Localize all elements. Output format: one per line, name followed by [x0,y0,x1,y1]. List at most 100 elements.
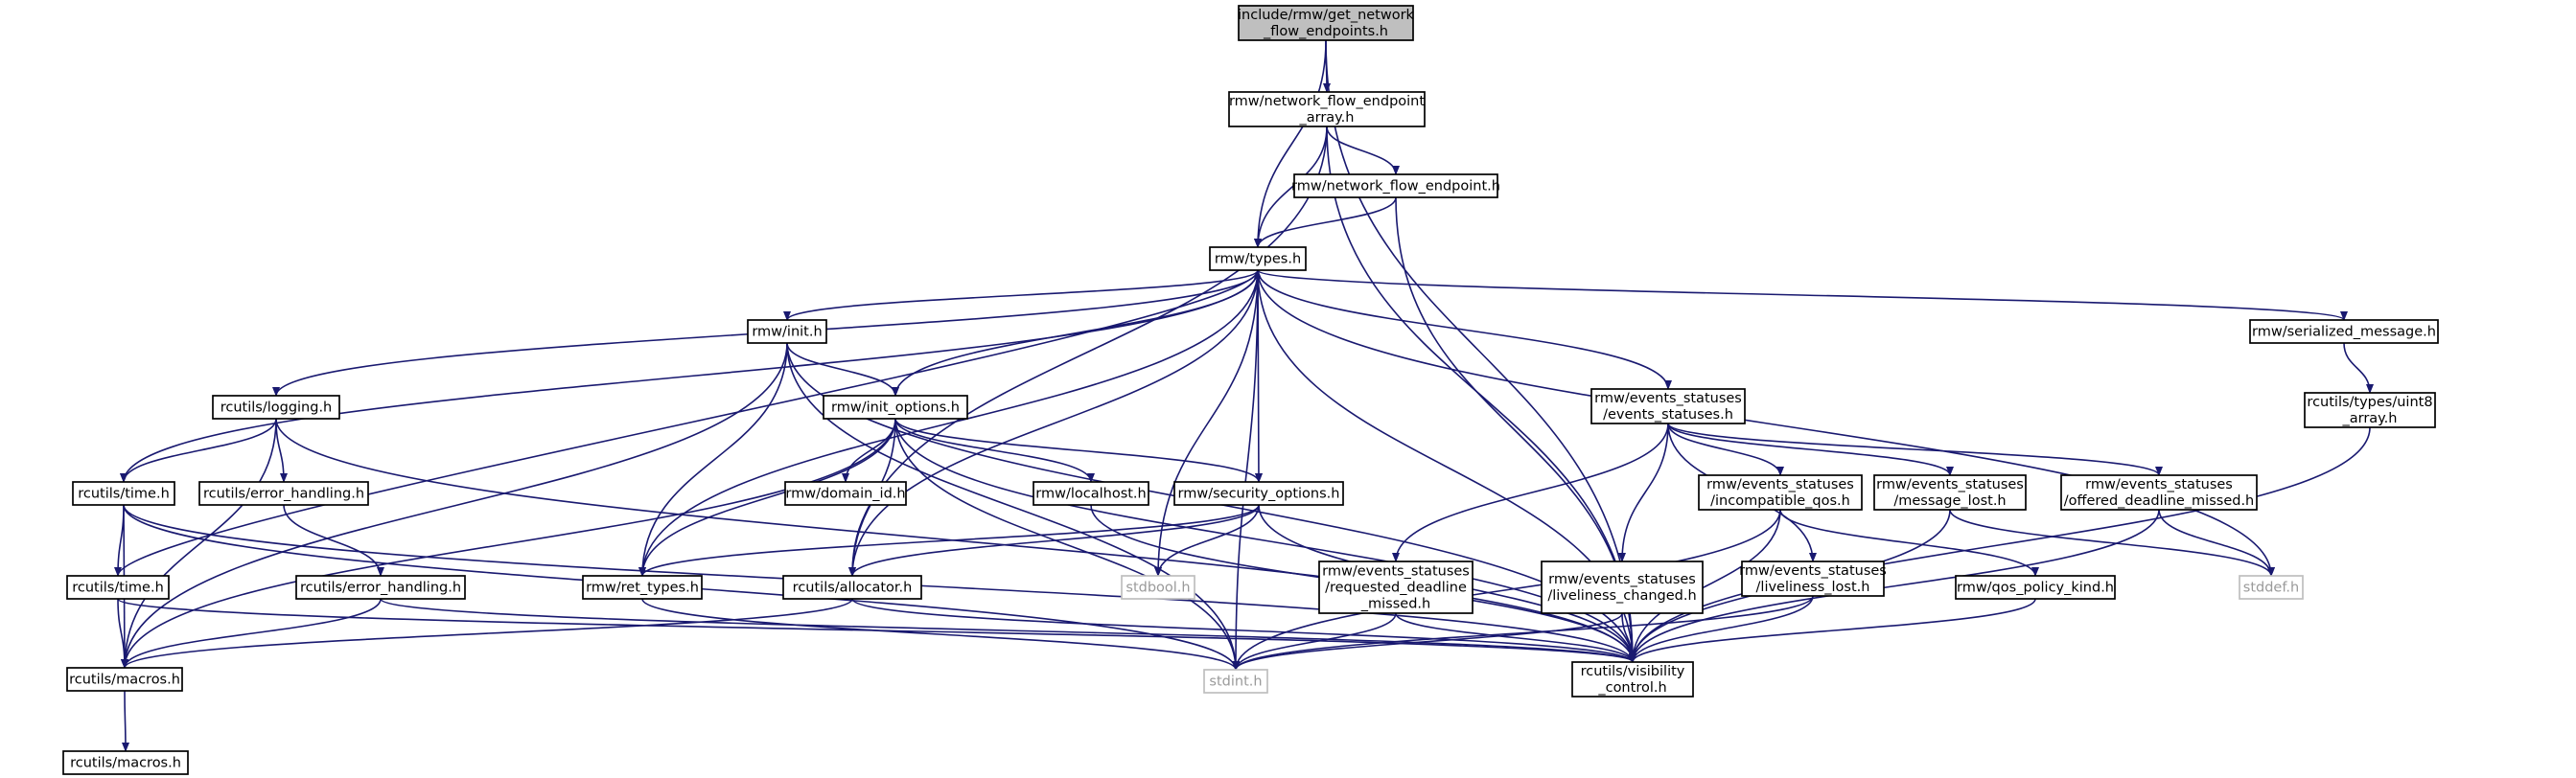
edge-types-to-stdint [1232,269,1259,671]
node-nfe[interactable]: rmw/network_flow_endpoint.h [1291,173,1500,198]
node-events[interactable]: rmw/events_statuses/events_statuses.h [1590,388,1746,424]
node-label: rmw/network_flow_endpoint.h [1291,179,1500,194]
node-label: rcutils/types/uint8 [2307,395,2432,410]
edge-msglost-to-stddef [1949,509,2275,577]
node-label: stddef.h [2243,581,2299,596]
node-visibility[interactable]: rcutils/visibility_control.h [1571,661,1694,698]
node-incompat[interactable]: rmw/events_statuses/incompatible_qos.h [1698,474,1863,511]
node-qos_kind[interactable]: rmw/qos_policy_kind.h [1955,575,2116,600]
node-requested[interactable]: rmw/events_statuses/requested_deadline_m… [1318,561,1474,614]
node-label: /events_statuses.h [1603,407,1733,423]
edge-time2-to-types [117,269,1262,577]
node-nfe_array[interactable]: rmw/network_flow_endpoint_array.h [1228,91,1426,127]
edge-types-to-ret_types [638,269,1259,577]
edge-types-to-events [1257,269,1672,390]
node-box [66,575,170,600]
node-err2[interactable]: rcutils/error_handling.h [295,575,466,600]
edges-layer [114,39,2374,752]
node-box [1698,474,1863,511]
edge-events-to-requested [1392,423,1669,562]
node-domain_id[interactable]: rmw/domain_id.h [784,481,907,506]
node-label: rmw/events_statuses [1706,477,1854,492]
node-box [1955,575,2116,600]
edge-types-to-serialized [1257,269,2348,321]
edge-nfe-to-types [1254,196,1397,248]
node-label: /liveliness_lost.h [1756,580,1870,595]
node-label: _missed.h [1360,597,1430,612]
edge-types-to-init [783,269,1259,321]
edge-nfe_array-to-types [1254,126,1328,248]
node-uint8[interactable]: rcutils/types/uint8_array.h [2304,392,2436,428]
edge-events-to-liv_changed [1618,423,1669,562]
node-time2[interactable]: rcutils/time.h [66,575,170,600]
edge-init_options-to-ret_types [638,418,896,577]
node-init_options[interactable]: rmw/init_options.h [823,395,968,420]
node-label: rmw/init.h [752,325,822,340]
edge-liv_changed-to-stdint [1232,612,1623,671]
edge-types-to-stdbool [1154,269,1259,577]
edge-init_options-to-domain_id [842,418,896,483]
node-localhost[interactable]: rmw/localhost.h [1033,481,1149,506]
node-box [823,395,968,420]
edge-allocator-to-visibility [851,598,1636,663]
edge-init_options-to-localhost [894,418,1095,483]
node-stdint: stdint.h [1203,669,1268,694]
edge-root-to-types [1254,39,1327,248]
node-root[interactable]: include/rmw/get_network_flow_endpoints.h [1238,5,1415,41]
node-liv_changed[interactable]: rmw/events_statuses/liveliness_changed.h [1541,561,1704,614]
edge-init_options-to-macros1 [121,418,896,669]
node-label: rcutils/macros.h [69,673,180,688]
node-label: rmw/events_statuses [1876,477,2024,492]
node-label: rmw/qos_policy_kind.h [1957,581,2114,596]
node-label: rmw/events_statuses [1548,572,1696,587]
nodes-layer: include/rmw/get_network_flow_endpoints.h… [62,5,2439,775]
edge-init_options-to-security [894,418,1263,483]
node-allocator[interactable]: rcutils/allocator.h [782,575,922,600]
node-box [295,575,466,600]
node-box [782,575,922,600]
node-err1[interactable]: rcutils/error_handling.h [198,481,369,506]
edge-events-to-incompat [1667,423,1784,476]
node-label: _array.h [2341,411,2397,426]
node-stddef: stddef.h [2239,575,2304,600]
node-label: rcutils/error_handling.h [203,487,364,502]
node-ret_types[interactable]: rmw/ret_types.h [582,575,703,600]
edge-requested-to-stdint [1232,612,1397,671]
edge-uint8-to-visibility [1629,426,2371,663]
edge-offered-to-visibility [1629,509,2160,663]
node-box [1590,388,1746,424]
node-types[interactable]: rmw/types.h [1209,246,1307,271]
node-label: rcutils/time.h [78,487,170,502]
edge-init_options-to-stdint [894,418,1240,671]
node-offered[interactable]: rmw/events_statuses/offered_deadline_mis… [2060,474,2258,511]
node-logging[interactable]: rcutils/logging.h [212,395,340,420]
node-label: rmw/security_options.h [1178,487,1340,502]
node-label: rmw/domain_id.h [785,487,905,502]
edge-init-to-macros1 [121,342,788,669]
edge-security-to-allocator [848,504,1260,577]
node-label: rcutils/visibility [1581,664,1685,679]
edge-init-to-stdint [786,342,1240,671]
node-label: /requested_deadline [1325,581,1467,596]
edge-types-to-time1 [120,269,1259,483]
node-label: rcutils/logging.h [220,400,333,416]
node-label: rmw/events_statuses [1739,563,1887,579]
node-security[interactable]: rmw/security_options.h [1173,481,1344,506]
edge-incompat-to-stdint [1232,509,1781,671]
edge-logging-to-time1 [120,418,277,483]
node-liv_lost[interactable]: rmw/events_statuses/liveliness_lost.h [1739,561,1887,597]
node-time1[interactable]: rcutils/time.h [72,481,175,506]
node-macros1[interactable]: rcutils/macros.h [66,667,183,692]
edge-incompat-to-visibility [1629,509,1781,663]
node-label: rmw/events_statuses [1594,391,1742,406]
node-box [1293,173,1498,198]
node-init[interactable]: rmw/init.h [747,319,827,344]
node-serialized[interactable]: rmw/serialized_message.h [2249,319,2439,344]
node-macros2[interactable]: rcutils/macros.h [62,750,189,775]
node-msglost[interactable]: rmw/events_statuses/message_lost.h [1873,474,2027,511]
node-box [212,395,340,420]
node-label: rmw/events_statuses [2085,477,2233,492]
edge-init_options-to-visibility [894,418,1636,663]
node-label: /incompatible_qos.h [1710,493,1850,509]
